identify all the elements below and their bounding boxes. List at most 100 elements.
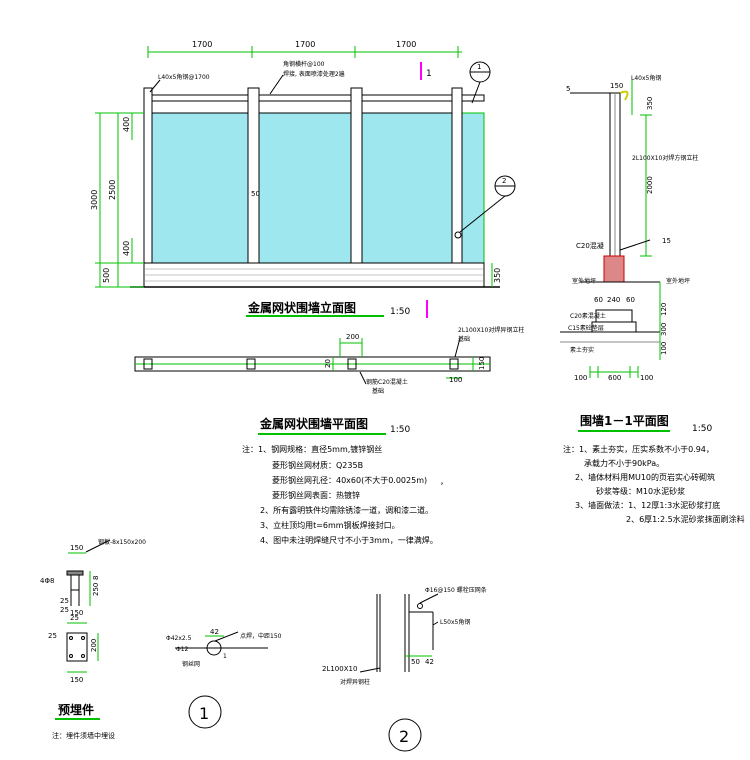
embed-title: 预埋件 <box>58 702 94 717</box>
elev-dim-mesh: 2500 <box>108 180 117 200</box>
note2-line-1: 注：1、素土夯实，压实系数不小于0.94， <box>563 444 714 454</box>
embed-dim-25b: 25 <box>60 606 69 614</box>
section-label-15: 15 <box>662 237 671 245</box>
embed-dim-150c: 150 <box>70 676 83 684</box>
plan-dim-200: 200 <box>346 333 359 341</box>
section-dim-120: 120 <box>660 303 668 316</box>
section-dim-240: 240 <box>607 296 620 304</box>
plan-dim-20: 20 <box>324 359 332 368</box>
elev-dim-right: 350 <box>493 268 502 283</box>
plan-label-base: 钢筋C20混凝土 <box>366 378 408 386</box>
section-scale: 1:50 <box>692 424 712 434</box>
plan-title: 金属网状围墙平面图 <box>259 416 368 431</box>
d1-label-r: 1 <box>223 653 227 660</box>
elevation-scale: 1:50 <box>390 307 410 317</box>
section-dim-2000: 2000 <box>646 176 654 194</box>
d2-dim-50: 50 <box>411 658 420 666</box>
plan-dim-150: 150 <box>478 357 486 370</box>
note2-line-4: 砂浆等级：M10水泥砂浆 <box>596 486 685 496</box>
d2-label-l50: L50x5角钢 <box>440 618 470 626</box>
section-dim-150: 150 <box>610 82 623 90</box>
elevation-view <box>95 46 516 318</box>
d2-dim-42: 42 <box>425 658 434 666</box>
d1-circle: 1 <box>199 704 209 723</box>
elevation-title: 金属网状围墙立面图 <box>247 300 356 315</box>
embed-dim-150b: 150 <box>70 609 83 617</box>
section-label-c20: C20混凝 <box>576 241 604 250</box>
embed-dim-25a: 25 <box>60 597 69 605</box>
d2-label-post: 2L100X10 <box>322 665 357 673</box>
note1-mark: ， <box>440 477 448 486</box>
embed-dim-25d: 25 <box>48 632 57 640</box>
d1-label-12: Φ12 <box>176 646 189 653</box>
section-dim-100v: 100 <box>660 342 668 355</box>
embed-label-plate: 钢板-8x150x200 <box>98 538 146 546</box>
detail-2 <box>359 593 439 752</box>
section-dim-300: 300 <box>660 323 668 336</box>
section-view <box>560 80 670 432</box>
note1-line-5: 2、所有露明铁件均需除锈漆一道，调和漆二道。 <box>260 505 433 515</box>
plan-dim-100: 100 <box>449 376 462 384</box>
section-label-ground2: 室外地坪 <box>666 277 690 285</box>
note2-line-5: 3、墙面做法：1、12厚1:3水泥砂浆打底 <box>575 500 720 510</box>
section-dim-100b: 100 <box>640 374 653 382</box>
d1-dim-42: 42 <box>210 628 219 636</box>
section-label-soil: 素土夯实 <box>570 346 594 354</box>
section-dim-600: 600 <box>608 374 621 382</box>
d2-label-d16: Φ16@150 螺栓压网条 <box>425 586 487 594</box>
section-label-angle: L40x5角钢 <box>631 74 661 82</box>
embed-dim-8: 8 <box>92 576 100 580</box>
section-label-post: 2L100X10对焊方钢立柱 <box>632 154 698 162</box>
elev-dim-1: 1700 <box>192 40 212 49</box>
section-title: 围墙1－1平面图 <box>580 413 669 428</box>
section-label-c15: C15素砼垫层 <box>568 324 604 332</box>
d1-label-pipe: Φ42x2.5 <box>166 635 192 642</box>
notes-right: 注：1、素土夯实，压实系数不小于0.94， 承载力不小于90kPa。 2、墙体材… <box>563 444 745 524</box>
section-dim-5: 5 <box>566 85 570 93</box>
elev-circle-1: 1 <box>477 63 481 71</box>
elev-dim-bot: 400 <box>122 241 131 256</box>
section-dim-60b: 60 <box>626 296 635 304</box>
section-label-c20b: C20素混凝土 <box>570 312 606 320</box>
d2-label-post2: 对焊异钢柱 <box>340 678 370 686</box>
plan-label-right2: 基础 <box>458 335 470 343</box>
embed-dim-25c: 25 <box>70 614 79 622</box>
note1-line-4: 菱形钢丝网表面：热镀锌 <box>272 490 360 500</box>
note1-line-3: 菱形钢丝网孔径：40x60(不大于0.0025m) <box>272 475 427 485</box>
elev-dim-2: 1700 <box>295 40 315 49</box>
elev-label-post: L40x5角钢@1700 <box>158 73 210 81</box>
embed-detail <box>55 539 111 720</box>
note1-line-1: 注：1、钢网规格：直径5mm,镀锌钢丝 <box>242 444 382 454</box>
d2-circle: 2 <box>399 727 409 746</box>
embed-dim-250: 250 <box>92 583 100 596</box>
plan-label-base2: 基础 <box>372 387 384 395</box>
elev-label-rail2: 焊接, 表面喷漆处理2遍 <box>283 70 345 78</box>
elev-dim-base: 500 <box>102 268 111 283</box>
d1-label-steel: 钢丝网 <box>182 660 200 668</box>
embed-dim-4d8: 4Φ8 <box>40 577 54 585</box>
elev-dim-total: 3000 <box>90 190 99 210</box>
elev-label-rail1: 角钢横杆@100 <box>283 60 325 68</box>
embed-note: 注：埋件须墙中埋设 <box>52 731 115 740</box>
section-dim-100a: 100 <box>574 374 587 382</box>
plan-view <box>134 337 491 435</box>
section-label-ground: 室外地坪 <box>572 277 596 285</box>
note1-line-2: 菱形钢丝网材质：Q235B <box>272 460 363 470</box>
plan-label-right: 2L100X10对焊异钢立柱 <box>458 326 524 334</box>
section-dim-350: 350 <box>646 97 654 110</box>
note2-line-3: 2、墙体材料用MU10的页岩实心砖砌筑 <box>575 472 715 482</box>
elev-dim-3: 1700 <box>396 40 416 49</box>
notes-left: 注：1、钢网规格：直径5mm,镀锌钢丝 菱形钢丝网材质：Q235B 菱形钢丝网孔… <box>242 444 448 545</box>
note2-line-2: 承载力不小于90kPa。 <box>584 458 664 468</box>
d1-label-weld: 点焊，中距150 <box>240 632 282 640</box>
elev-dim-mid: 50 <box>251 190 260 198</box>
detail-1 <box>175 631 268 729</box>
elev-marker: 1 <box>426 69 432 79</box>
section-dim-60a: 60 <box>594 296 603 304</box>
plan-scale: 1:50 <box>390 425 410 435</box>
elev-dim-top: 400 <box>122 117 131 132</box>
note1-line-6: 3、立柱顶均用t=6mm钢板焊接封口。 <box>260 520 400 530</box>
note1-line-7: 4、图中未注明焊缝尺寸不小于3mm，一律满焊。 <box>260 535 438 545</box>
note2-line-6: 2、6厚1:2.5水泥砂浆抹面刷涂料 <box>626 514 745 524</box>
